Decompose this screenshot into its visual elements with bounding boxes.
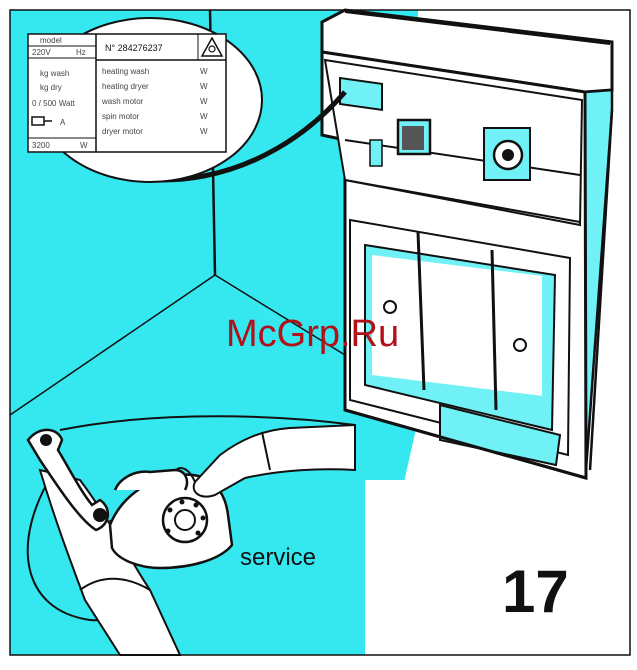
plate-right-label-4: spin motor — [102, 112, 140, 121]
plate-right-unit-3: W — [200, 97, 208, 106]
plate-left-line-1: kg wash — [40, 69, 69, 78]
plate-bottom-right: W — [80, 141, 88, 150]
service-label: service — [240, 544, 316, 571]
plate-left-line-3: 0 / 500 Watt — [32, 99, 76, 108]
plate-right-unit-5: W — [200, 127, 208, 136]
watermark-text: McGrp.Ru — [226, 313, 399, 355]
plate-bottom-left: 3200 — [32, 141, 50, 150]
page-number: 17 — [502, 558, 569, 625]
plate-right-unit-2: W — [200, 82, 208, 91]
plate-right-label-2: heating dryer — [102, 82, 149, 91]
plate-plug-label: A — [60, 118, 66, 127]
plate-header-left: model — [40, 36, 62, 45]
plate-right-unit-1: W — [200, 67, 208, 76]
plate-right-label-3: wash motor — [101, 97, 144, 106]
plate-row2-right: Hz — [76, 48, 86, 57]
plate-right-label-5: dryer motor — [102, 127, 143, 136]
plate-right-unit-4: W — [200, 112, 208, 121]
washer-dryer — [322, 10, 612, 478]
plate-left-line-2: kg dry — [40, 83, 62, 92]
plate-right-label-1: heating wash — [102, 67, 149, 76]
plate-row2-left: 220V — [32, 48, 51, 57]
plate-serial: N° 284276237 — [105, 43, 163, 53]
